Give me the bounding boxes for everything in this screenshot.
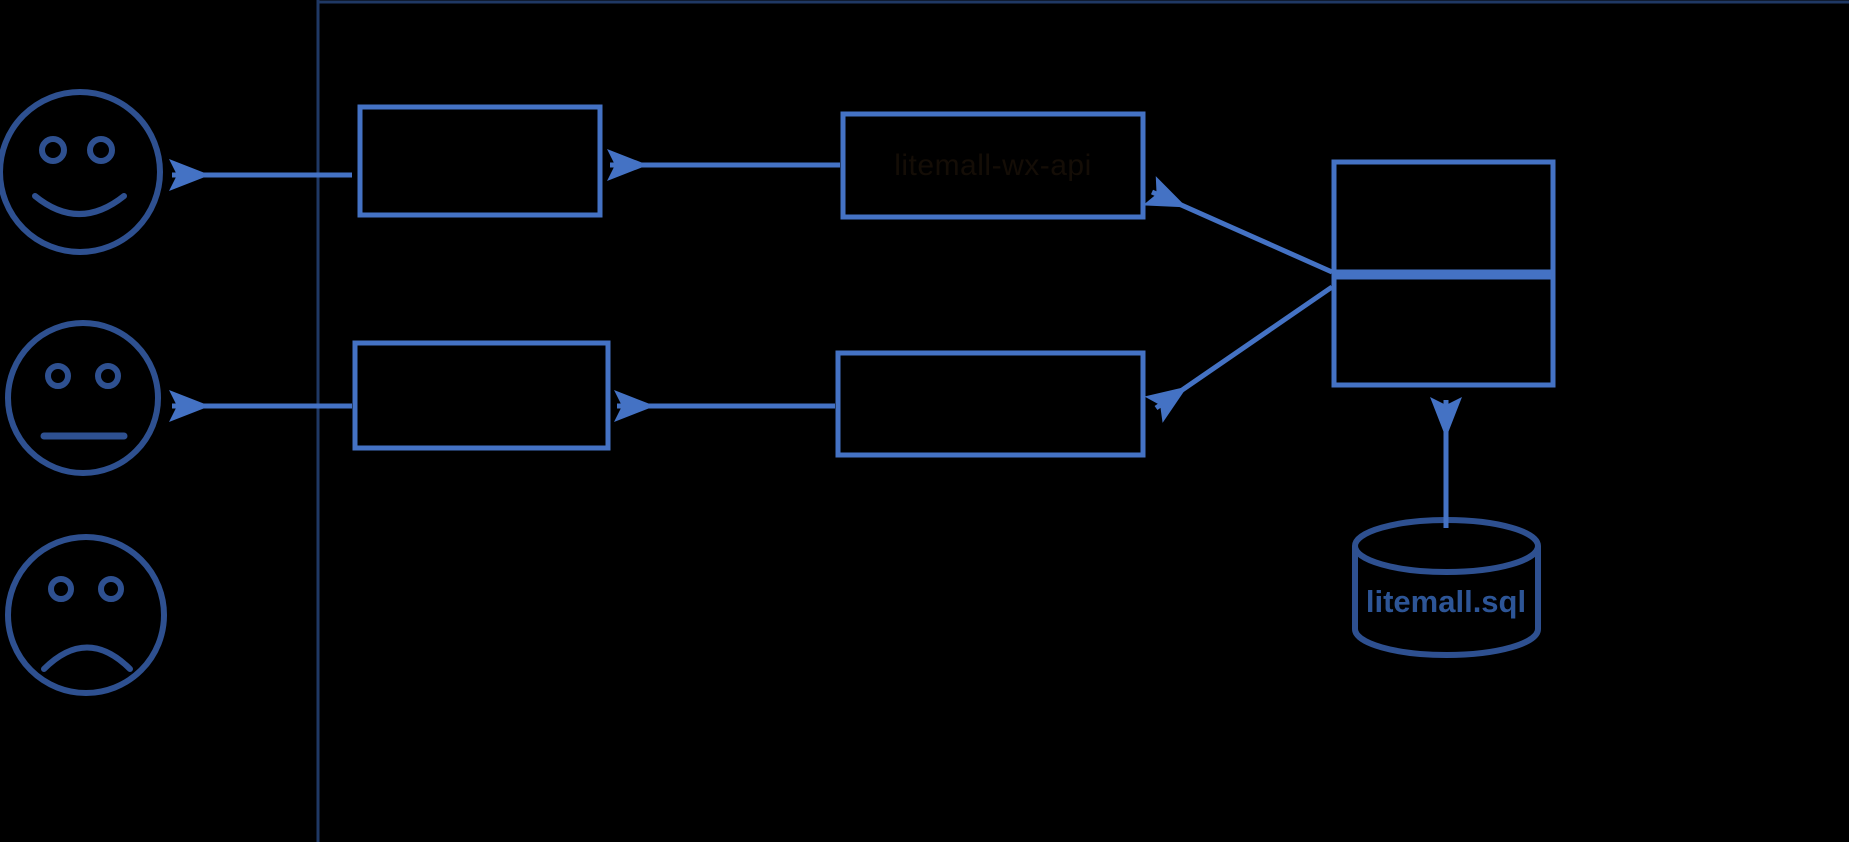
neutral-face-right-eye [95, 363, 121, 389]
frowning-face-outline [5, 534, 167, 696]
system-boundary [316, 0, 1849, 842]
box-core-upper[interactable] [1331, 159, 1556, 275]
neutral-face[interactable] [5, 320, 161, 476]
connector-arrows [168, 149, 1462, 528]
smiling-face-right-eye [87, 136, 115, 164]
user-personas [0, 89, 167, 696]
frowning-face-left-eye [48, 576, 74, 602]
box-client-top[interactable] [357, 104, 603, 218]
neutral-face-left-eye [45, 363, 71, 389]
smiling-face-mouth [32, 193, 127, 217]
database-cylinder[interactable]: litemall.sql [1352, 517, 1541, 658]
smiling-face-left-eye [39, 136, 67, 164]
frowning-face[interactable] [5, 534, 167, 696]
box-api-admin[interactable] [835, 350, 1146, 458]
smiling-face-outline [0, 89, 163, 255]
component-boxes: litemall-wx-api [352, 104, 1556, 458]
box-core-lower[interactable] [1331, 274, 1556, 388]
arrow-core-to-api-admin [1144, 284, 1334, 423]
arrow-core-to-api-wx [1142, 176, 1334, 275]
box-client-bottom[interactable] [352, 340, 611, 451]
smiling-face[interactable] [0, 89, 163, 255]
box-api-wx-label: litemall-wx-api [894, 149, 1092, 182]
box-api-wx[interactable] [840, 111, 1146, 220]
neutral-face-outline [5, 320, 161, 476]
database-body [1352, 546, 1541, 658]
frowning-face-mouth [41, 644, 133, 672]
frowning-face-right-eye [98, 576, 124, 602]
database-label: litemall.sql [1366, 584, 1526, 619]
